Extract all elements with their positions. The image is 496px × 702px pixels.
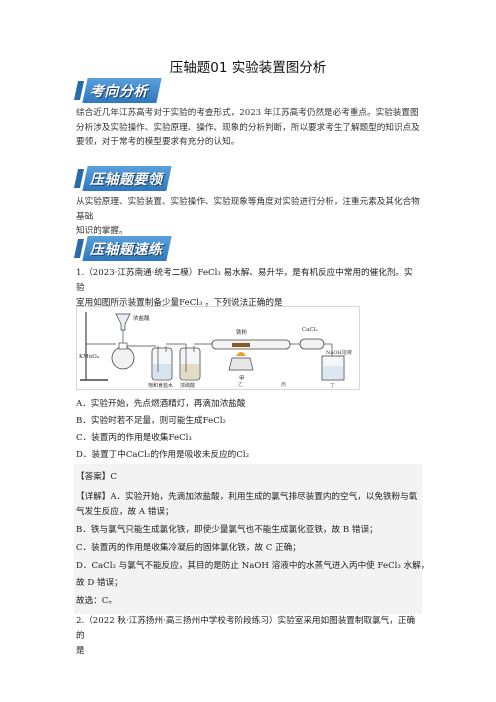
jia-label: 甲 xyxy=(239,375,245,382)
ding-label: 丁 xyxy=(330,383,335,389)
section-banner-yaoling: 压轴题要领 xyxy=(73,166,172,191)
answer-detail: C．装置丙的作用是收集冷凝后的固体氯化铁，故 C 正确； xyxy=(76,543,301,553)
option-a: A．实验开始，先点燃酒精灯，再滴加浓盐酸 xyxy=(76,399,246,409)
answer-detail: D．CaCl₂ 与氯气不能反应，其目的是防止 NaOH 溶液中的水蒸气进入丙中使… xyxy=(76,561,430,571)
question-1-stem: 1.（2023·江苏南通·统考二模）FeCl₃ 易水解、易升华，是有机反应中常用… xyxy=(76,268,413,308)
answer-box xyxy=(74,464,422,614)
yaoling-paragraph: 从实验原理、实验装置、实验操作、实验现象等角度对实验进行分析，注重元素及其化合物… xyxy=(76,197,420,236)
answer-detail: B．铁与氯气只能生成氯化铁，即使少量氯气也不能生成氯化亚铁，故 B 错误； xyxy=(76,525,378,535)
option-b: B．实验时若不足量，则可能生成FeCl₂ xyxy=(76,416,226,426)
yi-label: 乙 xyxy=(238,381,243,388)
page-title: 压轴题01 实验装置图分析 xyxy=(169,60,327,76)
iron-label: 铁粉 xyxy=(236,328,248,336)
bottle2-label: 浓硫酸 xyxy=(180,382,195,389)
bing-label: 丙 xyxy=(281,382,286,388)
answer-detail: 故 D 错误； xyxy=(76,578,123,588)
funnel-label: 浓盐酸 xyxy=(133,314,150,322)
option-c: C．装置丙的作用是收集FeCl₃ xyxy=(76,433,192,443)
bottle1-label: 饱和食盐水 xyxy=(148,382,173,389)
option-d: D．装置丁中CaCl₂的作用是吸收未反应的Cl₂ xyxy=(76,450,250,460)
intro-paragraph: 综合近几年江苏高考对于实验的考查形式，2023 年江苏高考仍然是必考重点。实验装… xyxy=(76,108,420,147)
apparatus-figure: 浓盐酸 KMnO₄ 饱和食盐水 浓硫酸 铁粉 甲 乙 丙 CaCl₂ NaOH溶… xyxy=(76,306,360,390)
question-2-stem: 2.（2022 秋·江苏扬州·高三扬州中学校考阶段练习）实验室采用如图装置制取氯… xyxy=(76,616,416,656)
cacl2-label: CaCl₂ xyxy=(302,327,318,333)
naoh-label: NaOH溶液 xyxy=(326,349,352,356)
section-title: 压轴题速练 xyxy=(90,242,163,258)
answer-label: 【答案】C xyxy=(76,472,117,482)
section-title: 考向分析 xyxy=(90,84,148,100)
section-banner-sulian: 压轴题速练 xyxy=(73,236,172,261)
answer-detail: 【详解】A．实验开始，先滴加浓盐酸，利用生成的氯气排尽装置内的空气，以免铁粉与氧 xyxy=(76,492,418,502)
section-title: 压轴题要领 xyxy=(90,172,163,188)
section-banner-kaoxiang: 考向分析 xyxy=(73,78,162,103)
flask-label: KMnO₄ xyxy=(79,354,100,360)
answer-detail: 气发生反应，故 A 错误； xyxy=(76,507,174,517)
answer-conclusion: 故选：C。 xyxy=(76,596,117,606)
